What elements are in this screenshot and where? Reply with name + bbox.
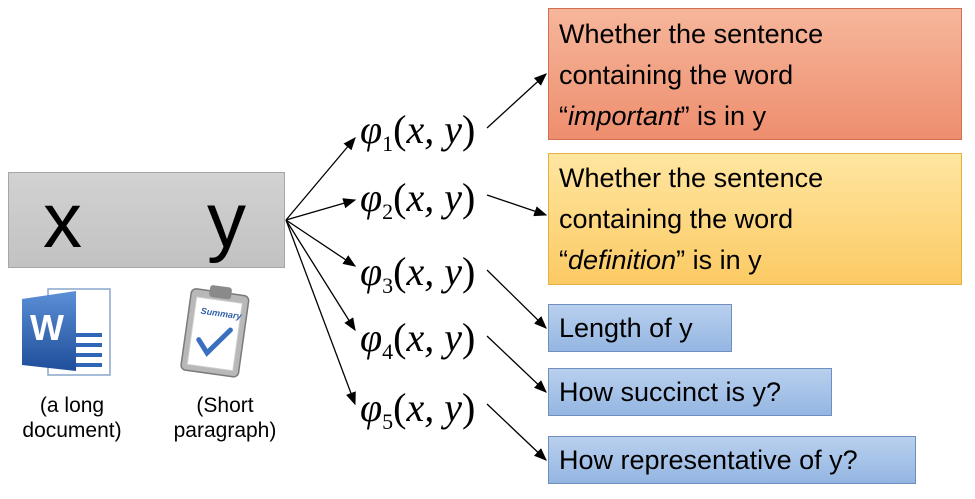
arrow-xy-to-phi1 <box>285 137 356 221</box>
arrow-phi1-to-box1 <box>486 73 547 129</box>
x-label: x <box>43 176 82 264</box>
arrow-xy-to-phi5 <box>285 219 356 406</box>
arrow-phi2-to-box2 <box>486 194 548 217</box>
phi3-label: φ3(x, y) <box>360 249 476 299</box>
arrow-xy-to-phi3 <box>285 219 357 267</box>
feature-box-length: Length of y <box>548 304 732 352</box>
y-label: y <box>207 176 246 264</box>
y-caption: (Short paragraph) <box>173 394 277 442</box>
word-document-icon: W <box>22 288 111 376</box>
phi1-label: φ1(x, y) <box>360 107 476 157</box>
feature-box-definition: Whether the sentence containing the word… <box>548 153 962 285</box>
phi2-label: φ2(x, y) <box>360 175 476 225</box>
feature-box-important: Whether the sentence containing the word… <box>548 8 962 140</box>
input-pair-box: x y <box>8 172 285 268</box>
arrow-xy-to-phi2 <box>285 198 357 221</box>
svg-text:W: W <box>30 307 64 348</box>
arrow-phi3-to-box3 <box>486 269 547 329</box>
clipboard-summary-icon: Summary <box>180 285 250 378</box>
phi4-label: φ4(x, y) <box>360 315 476 365</box>
x-caption: (a long document) <box>22 394 122 442</box>
feature-box-succinct: How succinct is y? <box>548 368 832 416</box>
phi5-label: φ5(x, y) <box>360 385 476 435</box>
arrow-phi5-to-box5 <box>486 403 547 461</box>
arrow-phi4-to-box4 <box>486 335 547 393</box>
feature-box-representative: How representative of y? <box>548 436 916 484</box>
arrow-xy-to-phi4 <box>285 219 356 332</box>
